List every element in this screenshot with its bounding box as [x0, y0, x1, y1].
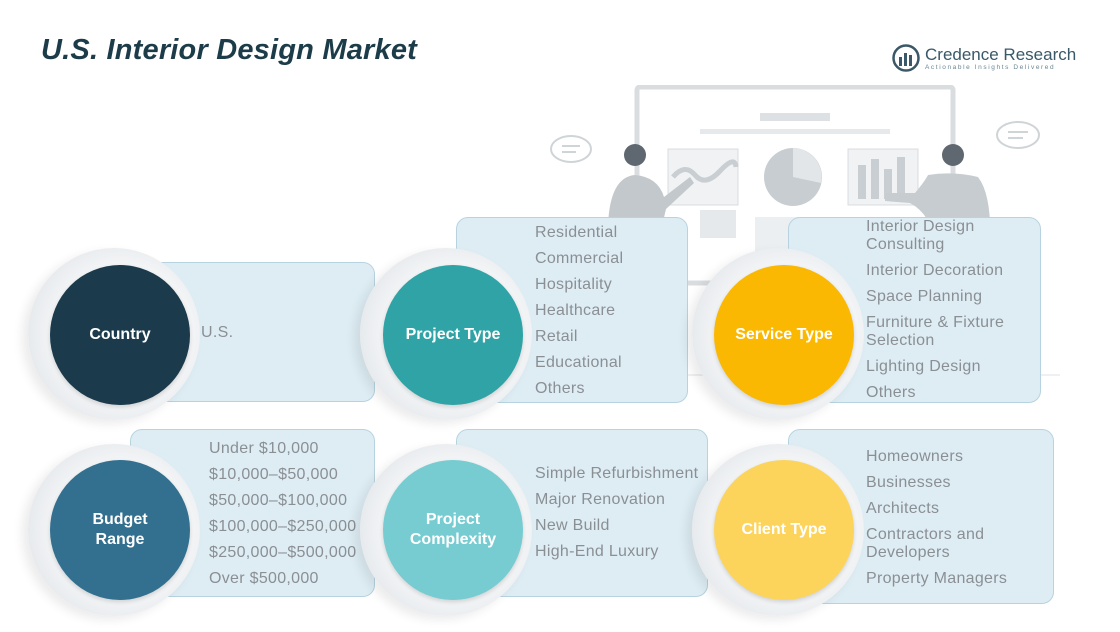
list-item: Commercial — [535, 250, 624, 267]
segment-country: Country — [50, 265, 190, 405]
list-item: Businesses — [866, 474, 951, 491]
segment-client-type: Client Type — [714, 460, 854, 600]
list-item: $50,000–$100,000 — [209, 492, 348, 509]
list-item: $250,000–$500,000 — [209, 544, 357, 561]
list-item: Space Planning — [866, 288, 983, 305]
list-item: Others — [866, 384, 916, 401]
list-item: Furniture & Fixture Selection — [866, 314, 1005, 349]
list-item: Major Renovation — [535, 491, 666, 508]
list-item: Healthcare — [535, 302, 616, 319]
list-item: Educational — [535, 354, 622, 371]
list-item: Lighting Design — [866, 358, 981, 375]
list-item: Interior Design Consulting — [866, 218, 975, 253]
segment-label: Budget Range — [92, 511, 148, 548]
brand-logo: Credence Research Actionable Insights De… — [892, 44, 1082, 76]
segment-budget-range: Budget Range — [50, 460, 190, 600]
logo-icon — [892, 44, 920, 72]
segment-project-complexity: Project Complexity — [383, 460, 523, 600]
project-complexity-list: Simple Refurbishment Major Renovation Ne… — [535, 465, 698, 561]
segment-label: Project Complexity — [409, 511, 497, 548]
list-item: Hospitality — [535, 276, 613, 293]
client-type-list: Homeowners Businesses Architects Contrac… — [866, 448, 1046, 588]
list-item: U.S. — [201, 324, 234, 341]
country-list: U.S. — [201, 324, 233, 342]
list-item: High-End Luxury — [535, 543, 659, 560]
list-item: Property Managers — [866, 570, 1008, 587]
list-item: Interior Decoration — [866, 262, 1004, 279]
list-item: Others — [535, 380, 585, 397]
list-item: Over $500,000 — [209, 570, 319, 587]
list-item: Under $10,000 — [209, 440, 319, 457]
segment-project-type: Project Type — [383, 265, 523, 405]
list-item: $10,000–$50,000 — [209, 466, 339, 483]
list-item: New Build — [535, 517, 610, 534]
list-item: Simple Refurbishment — [535, 465, 699, 482]
service-type-list: Interior Design Consulting Interior Deco… — [866, 218, 1036, 402]
list-item: Homeowners — [866, 448, 964, 465]
list-item: Residential — [535, 224, 618, 241]
list-item: $100,000–$250,000 — [209, 518, 357, 535]
page-title: U.S. Interior Design Market — [41, 34, 418, 66]
list-item: Contractors and Developers — [866, 526, 985, 561]
project-type-list: Residential Commercial Hospitality Healt… — [535, 224, 623, 398]
list-item: Retail — [535, 328, 578, 345]
list-item: Architects — [866, 500, 940, 517]
segment-service-type: Service Type — [714, 265, 854, 405]
logo-tagline: Actionable Insights Delivered — [925, 64, 1056, 71]
logo-brand: Credence Research — [925, 45, 1077, 64]
budget-range-list: Under $10,000 $10,000–$50,000 $50,000–$1… — [209, 440, 356, 588]
